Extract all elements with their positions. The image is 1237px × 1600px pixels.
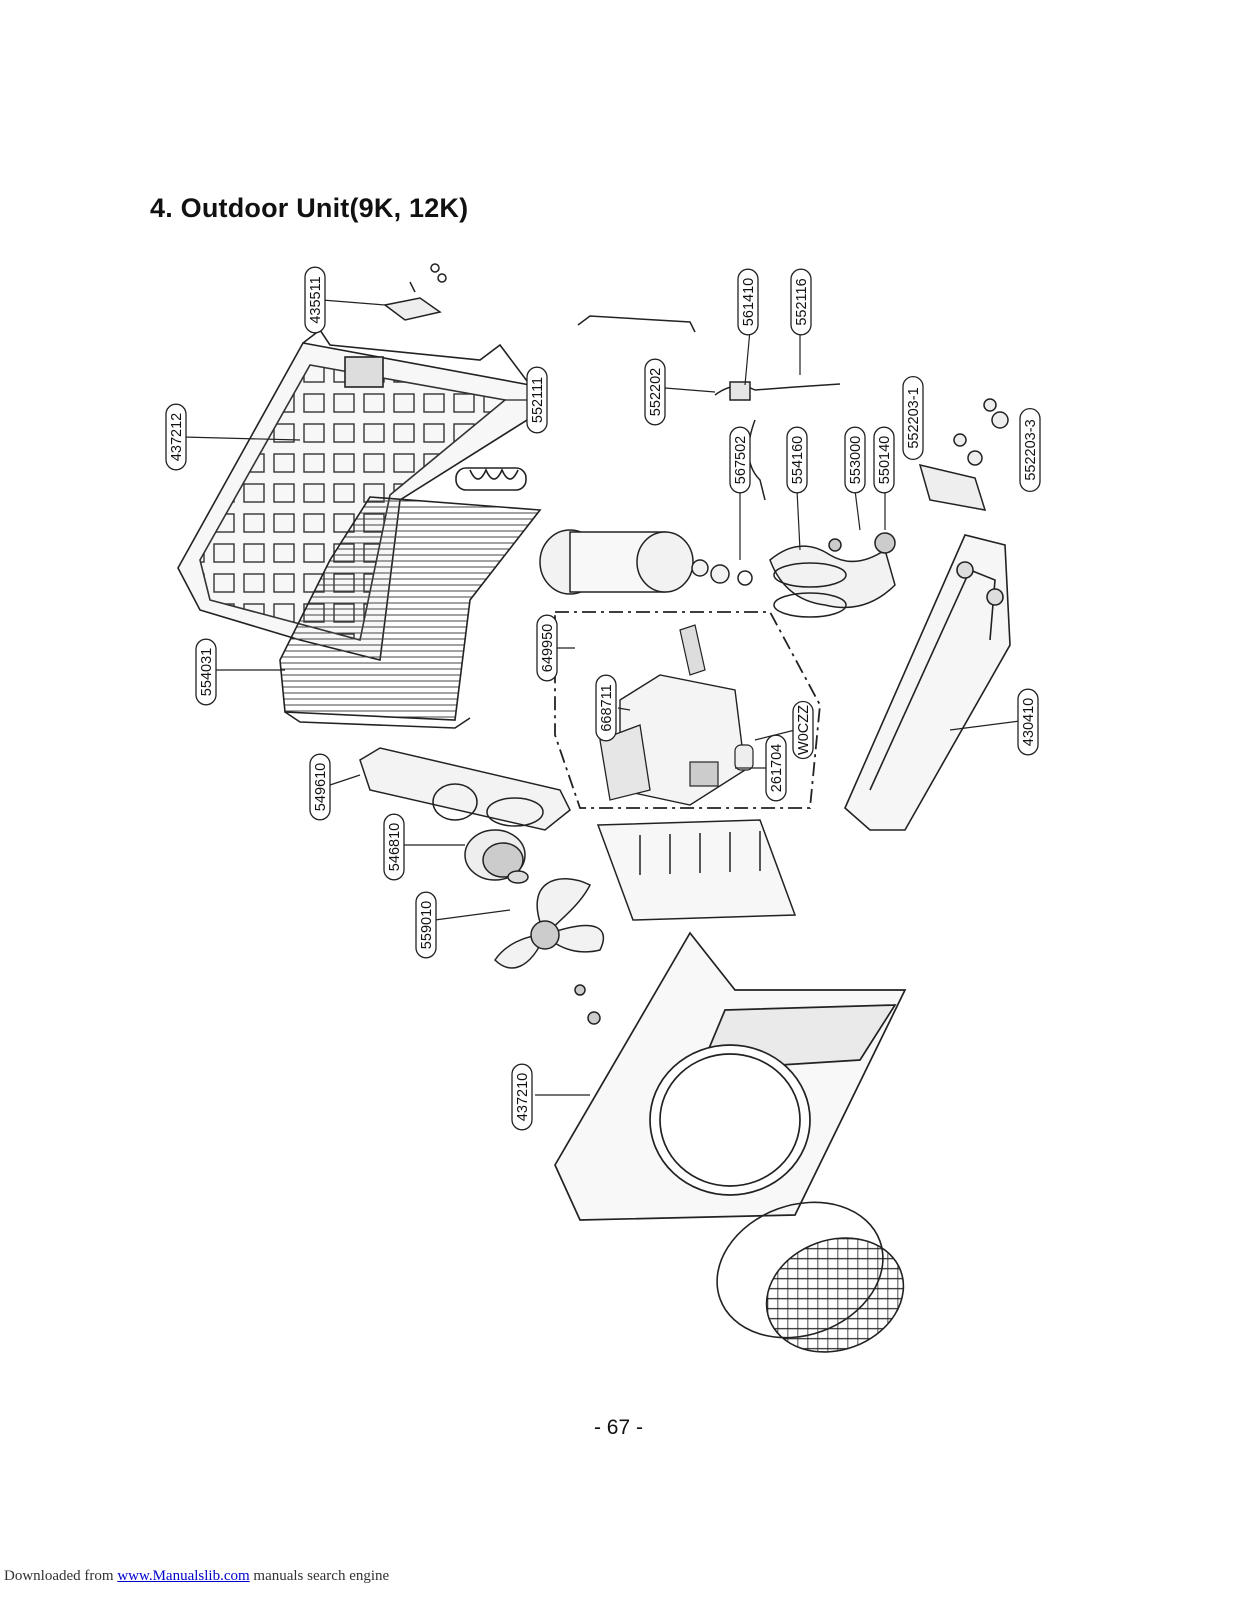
service-valves-552203 <box>918 398 1009 511</box>
part-label-text: 550140 <box>877 436 893 484</box>
part-label-box <box>729 426 751 494</box>
part-label-559010: 559010 <box>415 891 437 959</box>
part-label-649950: 649950 <box>536 614 558 682</box>
control-box-649950 <box>554 611 821 809</box>
part-label-box <box>844 426 866 494</box>
part-label-550140: 550140 <box>873 426 895 494</box>
propeller-fan-559010 <box>494 870 605 1025</box>
part-label-text: 649950 <box>540 624 556 672</box>
part-label-561410: 561410 <box>737 268 759 336</box>
part-label-box <box>792 700 814 760</box>
front-grille <box>716 1201 905 1353</box>
part-label-text: 549610 <box>313 763 329 811</box>
part-label-554160: 554160 <box>786 426 808 494</box>
part-label-text: 430410 <box>1021 698 1037 746</box>
part-label-546810: 546810 <box>383 813 405 881</box>
compressor-assembly-554160 <box>539 529 896 618</box>
footer: Downloaded from www.Manualslib.com manua… <box>4 1568 389 1585</box>
page-number: - 67 - <box>593 1416 643 1439</box>
part-label-box <box>195 638 217 706</box>
part-label-437212: 437212 <box>165 403 187 471</box>
part-label-W0CZZ: W0CZZ <box>792 700 814 760</box>
part-label-553000: 553000 <box>844 426 866 494</box>
part-label-text: 552202 <box>648 368 664 416</box>
part-label-668711: 668711 <box>595 674 617 742</box>
footer-prefix: Downloaded from <box>4 1568 118 1584</box>
fan-motor-546810 <box>464 829 526 881</box>
part-label-261704: 261704 <box>765 734 787 802</box>
part-label-box <box>873 426 895 494</box>
leader-lines <box>182 299 1029 1096</box>
cabinet-437212 <box>177 328 536 661</box>
part-label-552111: 552111 <box>526 366 548 434</box>
part-label-text: 261704 <box>769 744 785 792</box>
part-label-text: 567502 <box>733 436 749 484</box>
part-label-text: 546810 <box>387 823 403 871</box>
part-label-text: 552116 <box>794 278 810 325</box>
part-label-box <box>786 426 808 494</box>
part-label-text: 437210 <box>515 1073 531 1121</box>
part-label-box <box>1017 688 1039 756</box>
part-label-text: 553000 <box>848 436 864 484</box>
front-panel-437210 <box>554 931 907 1221</box>
part-label-text: 437212 <box>169 413 185 461</box>
part-label-box <box>790 268 812 336</box>
part-label-text: 554160 <box>790 436 806 484</box>
part-label-box <box>526 366 548 434</box>
condenser-coil-554031 <box>279 496 542 729</box>
part-label-text: 552203-3 <box>1023 419 1039 480</box>
part-label-box <box>415 891 437 959</box>
footer-suffix: manuals search engine <box>249 1568 390 1584</box>
part-label-text: 559010 <box>419 901 435 949</box>
part-label-437210: 437210 <box>511 1063 533 1131</box>
part-label-text: 554031 <box>199 648 215 696</box>
coil-tube-552111 <box>455 467 527 491</box>
part-label-text: 552203-1 <box>906 387 922 448</box>
part-label-text: 552111 <box>530 377 546 423</box>
part-number-labels: 435511 437212 552111 554031 549610 546810 5590… <box>165 266 1041 1131</box>
part-label-435511: 435511 <box>304 266 326 334</box>
part-label-box <box>595 674 617 742</box>
part-label-554031: 554031 <box>195 638 217 706</box>
part-label-552202: 552202 <box>644 358 666 426</box>
part-label-box <box>511 1063 533 1131</box>
part-label-box <box>737 268 759 336</box>
part-label-430410: 430410 <box>1017 688 1039 756</box>
part-label-box <box>165 403 187 471</box>
divider-panel <box>596 819 797 921</box>
part-label-567502: 567502 <box>729 426 751 494</box>
part-label-box <box>1019 407 1041 493</box>
part-label-text: 561410 <box>741 278 757 326</box>
part-label-box <box>309 753 331 821</box>
reversing-valve-552202 <box>577 315 841 501</box>
part-label-box <box>765 734 787 802</box>
part-label-552203-3: 552203-3 <box>1019 407 1041 493</box>
part-label-box <box>304 266 326 334</box>
part-label-box <box>383 813 405 881</box>
part-label-552203-1: 552203-1 <box>902 375 924 461</box>
part-label-552116: 552116 <box>790 268 812 336</box>
motor-bracket-549610 <box>359 747 571 831</box>
part-label-box <box>644 358 666 426</box>
part-label-box <box>902 375 924 461</box>
part-label-text: 435511 <box>308 276 324 323</box>
part-label-text: W0CZZ <box>796 705 812 755</box>
top-bracket-435511 <box>383 263 447 321</box>
base-plate-430410 <box>844 534 1011 831</box>
part-label-549610: 549610 <box>309 753 331 821</box>
manualslib-link[interactable]: www.Manualslib.com <box>117 1568 250 1584</box>
part-label-text: 668711 <box>599 684 615 731</box>
page-title: 4. Outdoor Unit(9K, 12K) <box>150 193 469 223</box>
part-label-box <box>536 614 558 682</box>
